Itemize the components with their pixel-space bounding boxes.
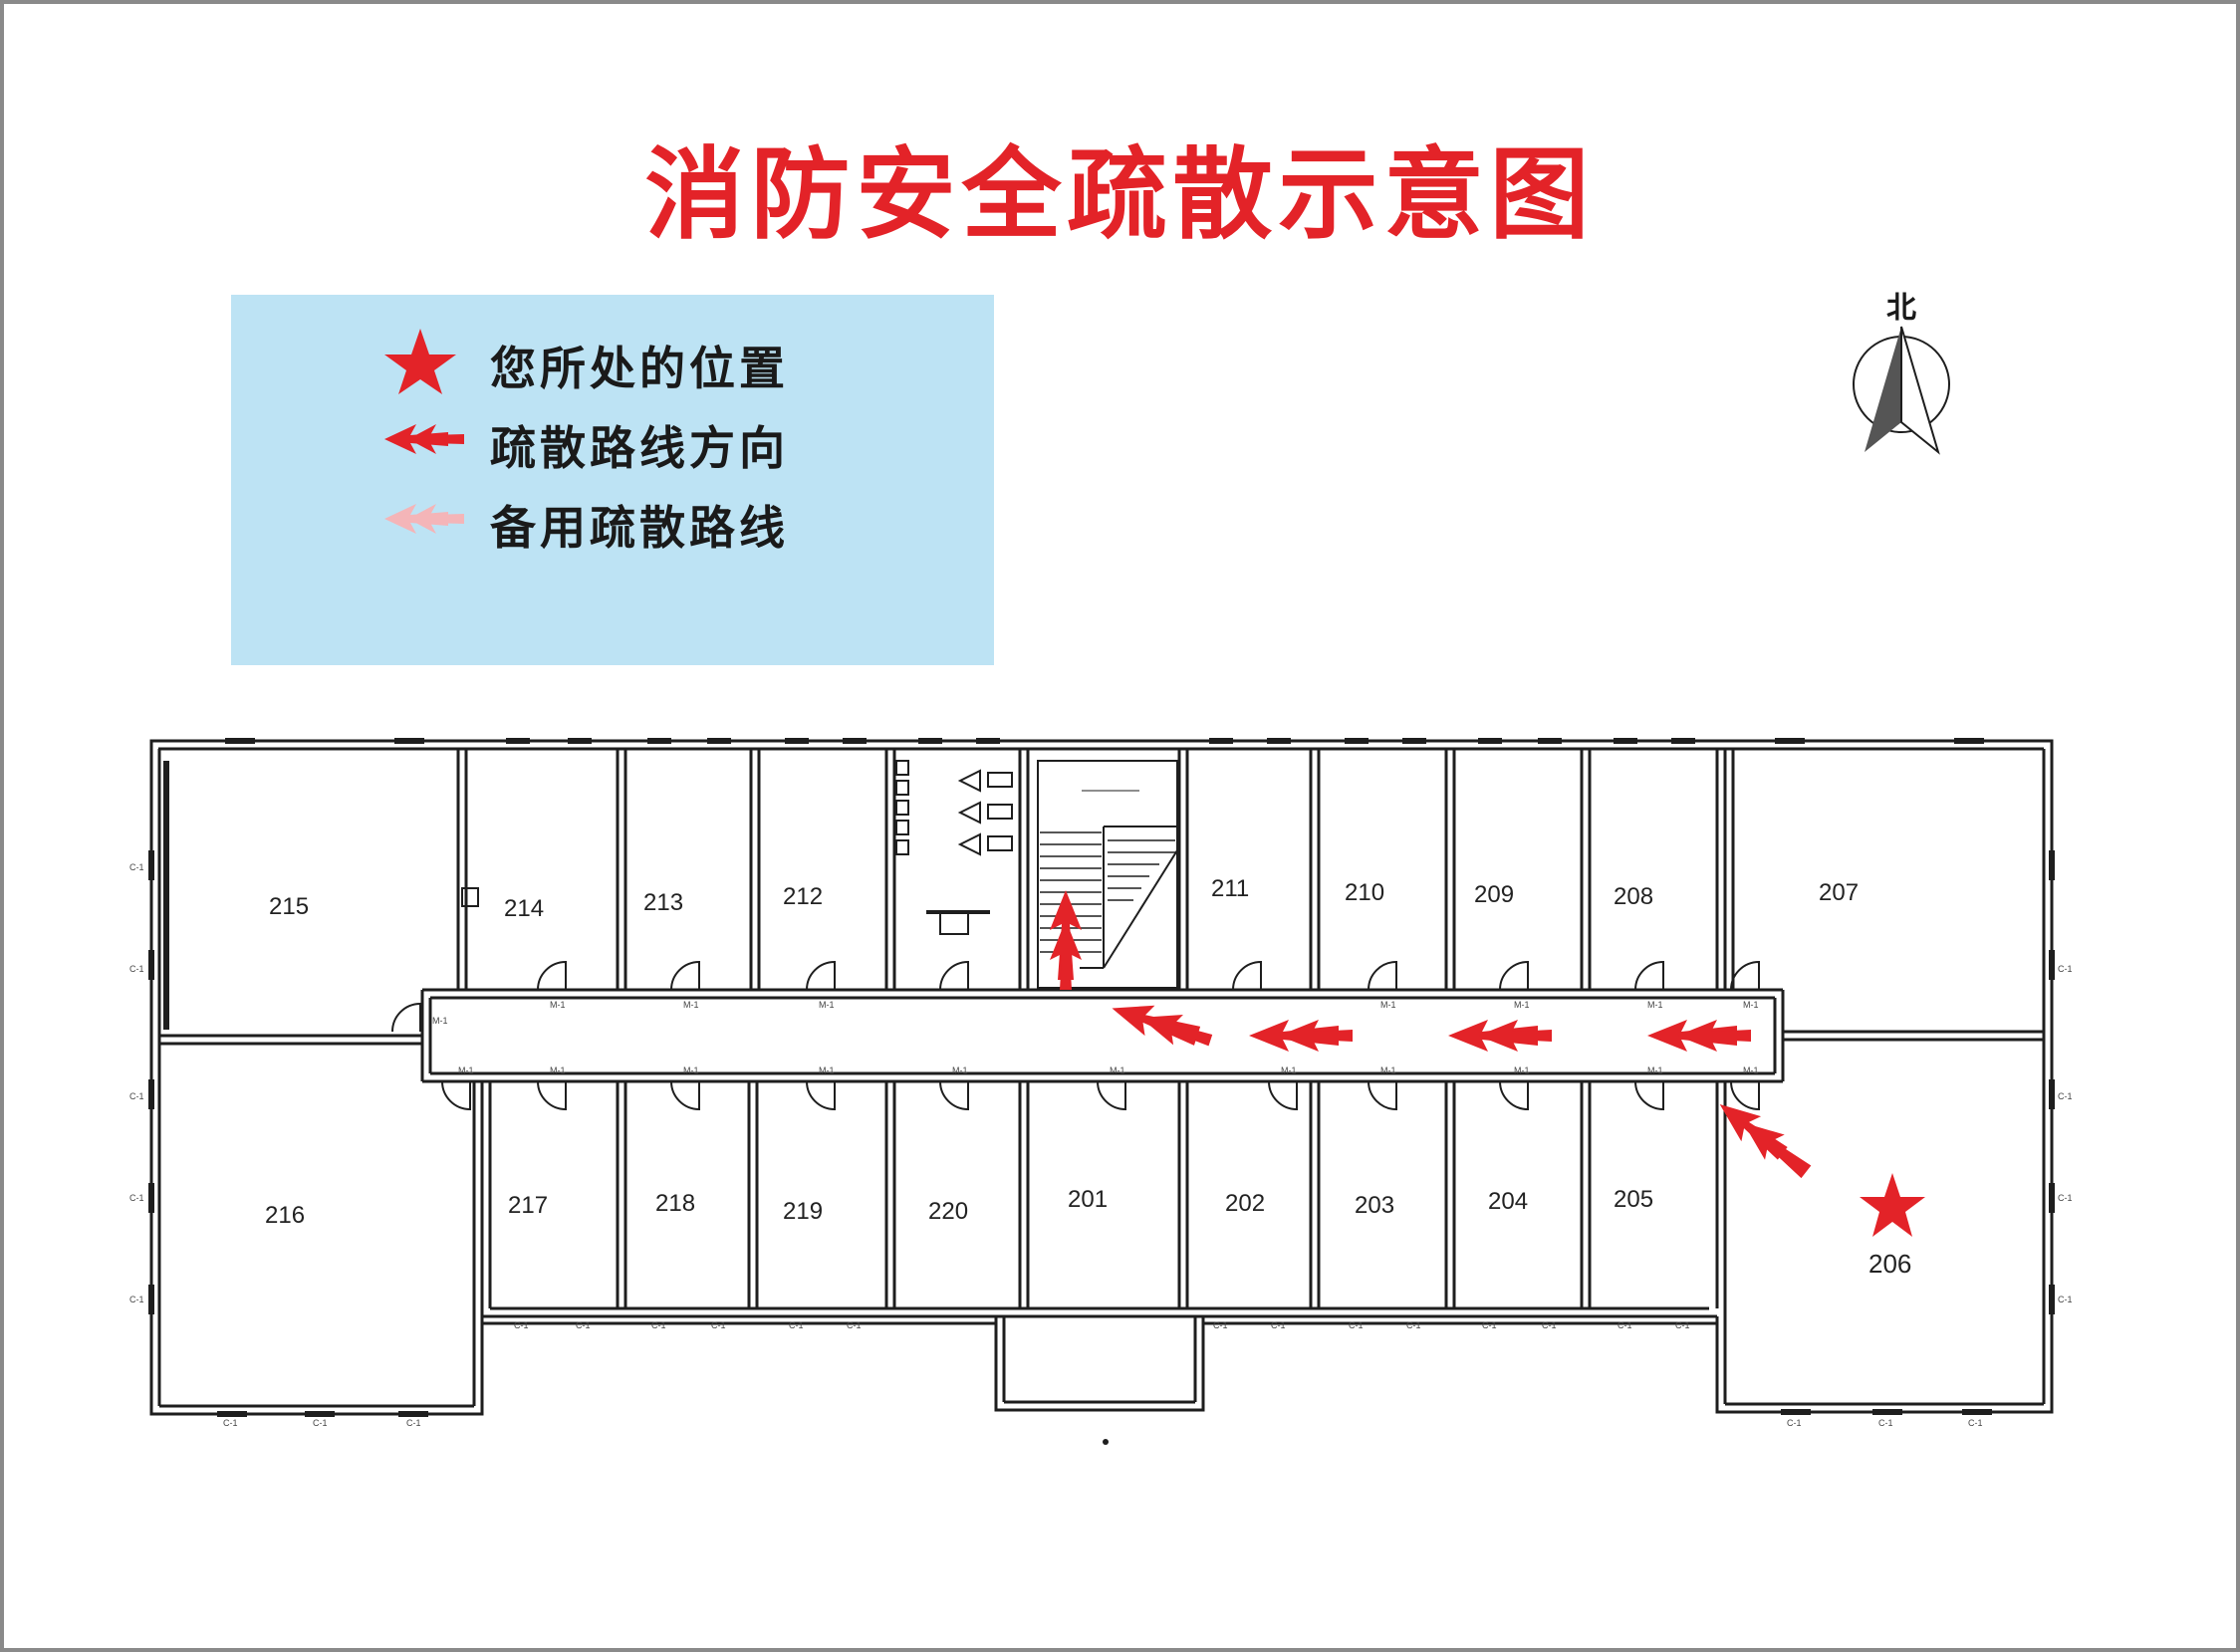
room-202-label: 202 — [1225, 1190, 1265, 1217]
svg-text:M-1: M-1 — [550, 1065, 566, 1075]
svg-text:C-1: C-1 — [223, 1418, 238, 1428]
svg-text:C-1: C-1 — [576, 1320, 591, 1330]
evacuation-route — [1050, 890, 1812, 1179]
room-208-label: 208 — [1614, 883, 1653, 910]
page-title: 消防安全疏散示意图 — [644, 136, 1596, 253]
svg-text:C-1: C-1 — [711, 1320, 726, 1330]
svg-text:C-1: C-1 — [1271, 1320, 1286, 1330]
svg-text:C-1: C-1 — [406, 1418, 421, 1428]
svg-text:C-1: C-1 — [1406, 1320, 1421, 1330]
svg-text:M-1: M-1 — [1281, 1065, 1297, 1075]
svg-text:M-1: M-1 — [458, 1065, 474, 1075]
route-arrow-icon — [1647, 1020, 1751, 1052]
floor-plan: M-1 M-1 M-1 M-1 M-1 M-1 M-1 M-1 M-1 M-1 … — [129, 738, 2073, 1445]
svg-text:C-1: C-1 — [1213, 1320, 1228, 1330]
svg-text:C-1: C-1 — [1618, 1320, 1632, 1330]
svg-text:M-1: M-1 — [1647, 1000, 1663, 1010]
svg-text:C-1: C-1 — [789, 1320, 804, 1330]
room-209-label: 209 — [1474, 881, 1514, 908]
svg-text:C-1: C-1 — [129, 1295, 144, 1304]
wall-lines — [149, 739, 2054, 1416]
arrow-left-light-icon — [384, 504, 464, 534]
room-211-label: 211 — [1211, 875, 1249, 902]
svg-text:C-1: C-1 — [847, 1320, 862, 1330]
svg-text:M-1: M-1 — [1514, 1000, 1530, 1010]
room-220-label: 220 — [928, 1198, 968, 1225]
svg-text:C-1: C-1 — [1878, 1418, 1893, 1428]
svg-text:M-1: M-1 — [819, 1065, 835, 1075]
svg-text:C-1: C-1 — [129, 862, 144, 872]
window-marks — [148, 738, 2055, 1417]
svg-text:C-1: C-1 — [651, 1320, 666, 1330]
room-206-label: 206 — [1868, 1249, 1911, 1279]
room-217-label: 217 — [508, 1192, 548, 1219]
svg-text:M-1: M-1 — [1110, 1065, 1125, 1075]
room-216-label: 216 — [265, 1202, 305, 1229]
entrance-mark — [1103, 1439, 1109, 1445]
legend-label-alt-route: 备用疏散路线 — [490, 501, 789, 555]
svg-text:M-1: M-1 — [550, 1000, 566, 1010]
svg-text:C-1: C-1 — [2058, 964, 2073, 974]
compass-north-label: 北 — [1886, 291, 1916, 326]
door-code-labels: M-1 M-1 M-1 M-1 M-1 M-1 M-1 M-1 M-1 M-1 … — [129, 862, 2073, 1428]
room-204-label: 204 — [1488, 1188, 1528, 1215]
svg-text:M-1: M-1 — [952, 1065, 968, 1075]
svg-text:C-1: C-1 — [1968, 1418, 1983, 1428]
current-location-star-icon — [1860, 1173, 1925, 1237]
legend-item-route: 疏散路线方向 — [231, 404, 994, 475]
legend-item-location: 您所处的位置 — [231, 325, 994, 395]
room-207-label: 207 — [1819, 879, 1859, 906]
room-213-label: 213 — [643, 889, 683, 916]
legend-label-location: 您所处的位置 — [490, 342, 789, 395]
svg-text:M-1: M-1 — [1380, 1065, 1396, 1075]
svg-text:C-1: C-1 — [1675, 1320, 1690, 1330]
star-icon — [384, 329, 456, 394]
svg-text:M-1: M-1 — [1514, 1065, 1530, 1075]
svg-text:M-1: M-1 — [1743, 1000, 1759, 1010]
door-swings — [391, 960, 1760, 1111]
svg-text:C-1: C-1 — [313, 1418, 328, 1428]
svg-text:M-1: M-1 — [1380, 1000, 1396, 1010]
svg-text:C-1: C-1 — [129, 964, 144, 974]
room-210-label: 210 — [1345, 879, 1384, 906]
route-arrow-icon — [1249, 1020, 1353, 1052]
svg-text:M-1: M-1 — [432, 1016, 448, 1026]
legend-item-alt-route: 备用疏散路线 — [231, 484, 994, 555]
legend: 您所处的位置 疏散路线方向 备用疏散路线 — [231, 295, 994, 665]
room-labels: 215 214 213 212 211 210 209 208 207 216 … — [265, 875, 1911, 1279]
room-218-label: 218 — [655, 1190, 695, 1217]
svg-text:C-1: C-1 — [1349, 1320, 1364, 1330]
svg-text:C-1: C-1 — [2058, 1295, 2073, 1304]
washroom-fixtures — [461, 760, 1013, 935]
arrow-left-icon — [384, 424, 464, 454]
svg-text:M-1: M-1 — [683, 1065, 699, 1075]
svg-text:C-1: C-1 — [1482, 1320, 1497, 1330]
route-arrow-icon — [1112, 1005, 1213, 1047]
room-219-label: 219 — [783, 1198, 823, 1225]
route-arrow-up-icon — [1050, 890, 1082, 990]
compass: 北 — [1847, 283, 1956, 472]
svg-text:C-1: C-1 — [2058, 1091, 2073, 1101]
route-arrow-icon — [1448, 1020, 1552, 1052]
svg-text:M-1: M-1 — [683, 1000, 699, 1010]
svg-text:C-1: C-1 — [129, 1091, 144, 1101]
room-214-label: 214 — [504, 895, 544, 922]
room-212-label: 212 — [783, 883, 823, 910]
route-arrow-icon — [1719, 1104, 1812, 1179]
svg-text:C-1: C-1 — [1542, 1320, 1557, 1330]
svg-text:C-1: C-1 — [2058, 1193, 2073, 1203]
room-203-label: 203 — [1355, 1192, 1394, 1219]
room-201-label: 201 — [1068, 1186, 1108, 1213]
svg-text:M-1: M-1 — [819, 1000, 835, 1010]
room-215-label: 215 — [269, 893, 309, 920]
svg-text:C-1: C-1 — [1787, 1418, 1802, 1428]
svg-text:M-1: M-1 — [1647, 1065, 1663, 1075]
north-arrow-icon — [1853, 326, 1950, 455]
room-205-label: 205 — [1614, 1186, 1653, 1213]
legend-label-route: 疏散路线方向 — [490, 421, 789, 475]
svg-text:C-1: C-1 — [514, 1320, 529, 1330]
svg-text:C-1: C-1 — [129, 1193, 144, 1203]
svg-text:M-1: M-1 — [1743, 1065, 1759, 1075]
